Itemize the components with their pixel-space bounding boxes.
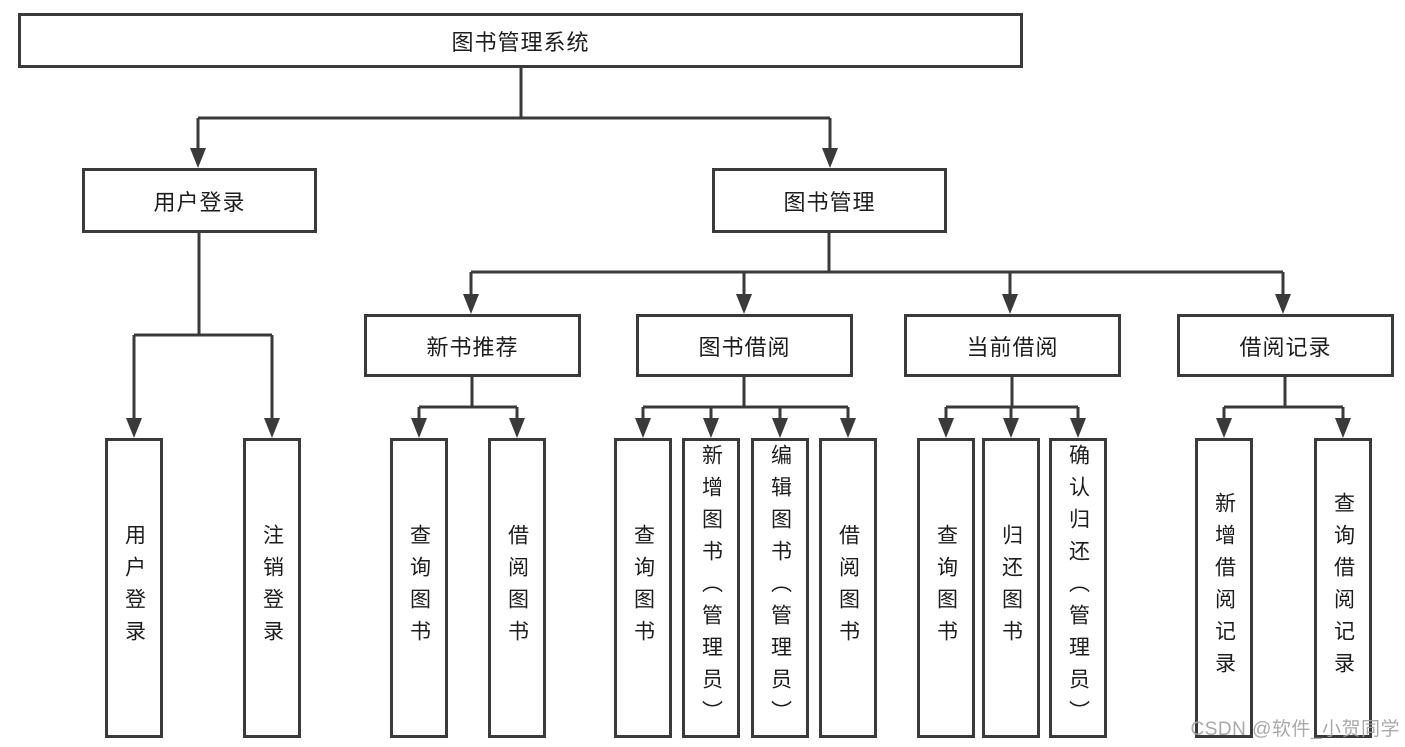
arrowhead [126, 418, 142, 438]
node-label: 当前借阅 [966, 334, 1059, 360]
leaf-label: 新增图书（管理员） [699, 444, 723, 732]
leaf-query-book-borrow: 查询图书 [614, 438, 672, 738]
arrowhead [772, 418, 788, 438]
leaf-label: 借阅图书 [505, 524, 529, 652]
leaf-label: 新增借阅记录 [1212, 492, 1236, 684]
node-label: 新书推荐 [426, 334, 519, 360]
arrowhead [463, 294, 479, 314]
arrowhead [1275, 294, 1291, 314]
leaf-label: 查询图书 [407, 524, 431, 652]
node-label: 图书借阅 [698, 334, 791, 360]
node-label: 图书管理 [783, 189, 876, 215]
node-label: 借阅记录 [1239, 334, 1332, 360]
leaf-label: 借阅图书 [836, 524, 860, 652]
node-user-login: 用户登录 [82, 168, 317, 233]
node-current-borrow: 当前借阅 [904, 314, 1121, 377]
leaf-label: 编辑图书（管理员） [768, 444, 792, 732]
arrowhead [938, 418, 954, 438]
arrowhead [264, 418, 280, 438]
arrowhead [703, 418, 719, 438]
csdn-watermark: CSDN @软件_小贺同学 [1190, 719, 1400, 740]
leaf-user-login: 用户登录 [105, 438, 163, 738]
leaf-label: 查询图书 [934, 524, 958, 652]
node-borrow-record: 借阅记录 [1177, 314, 1394, 377]
leaf-edit-book-admin: 编辑图书（管理员） [751, 438, 809, 738]
leaf-query-borrow-record: 查询借阅记录 [1314, 438, 1372, 738]
leaf-label: 查询借阅记录 [1331, 492, 1355, 684]
node-book-borrow: 图书借阅 [636, 314, 853, 377]
leaf-return-book: 归还图书 [982, 438, 1040, 738]
arrowhead [736, 294, 752, 314]
arrowhead [411, 418, 427, 438]
node-book-management: 图书管理 [712, 168, 947, 233]
leaf-label: 确认归还（管理员） [1066, 444, 1090, 732]
arrowhead [509, 418, 525, 438]
leaf-add-book-admin: 新增图书（管理员） [682, 438, 740, 738]
node-label: 图书管理系统 [451, 29, 590, 55]
arrowhead [1002, 294, 1018, 314]
arrowhead [1070, 418, 1086, 438]
leaf-logout: 注销登录 [243, 438, 301, 738]
leaf-borrow-book-recommend: 借阅图书 [488, 438, 546, 738]
arrowhead [822, 148, 838, 168]
arrowhead [840, 418, 856, 438]
node-new-book-recommend: 新书推荐 [364, 314, 581, 377]
leaf-label: 注销登录 [260, 524, 284, 652]
leaf-label: 查询图书 [631, 524, 655, 652]
leaf-add-borrow-record: 新增借阅记录 [1195, 438, 1253, 738]
leaf-query-book-current: 查询图书 [917, 438, 975, 738]
arrowhead [190, 148, 206, 168]
arrowhead [635, 418, 651, 438]
leaf-query-book-recommend: 查询图书 [390, 438, 448, 738]
node-label: 用户登录 [153, 189, 246, 215]
arrowhead [1216, 418, 1232, 438]
leaf-label: 归还图书 [999, 524, 1023, 652]
arrowhead [1003, 418, 1019, 438]
leaf-label: 用户登录 [122, 524, 146, 652]
leaf-confirm-return-admin: 确认归还（管理员） [1049, 438, 1107, 738]
node-root: 图书管理系统 [18, 13, 1023, 68]
arrowhead [1335, 418, 1351, 438]
leaf-borrow-book: 借阅图书 [819, 438, 877, 738]
